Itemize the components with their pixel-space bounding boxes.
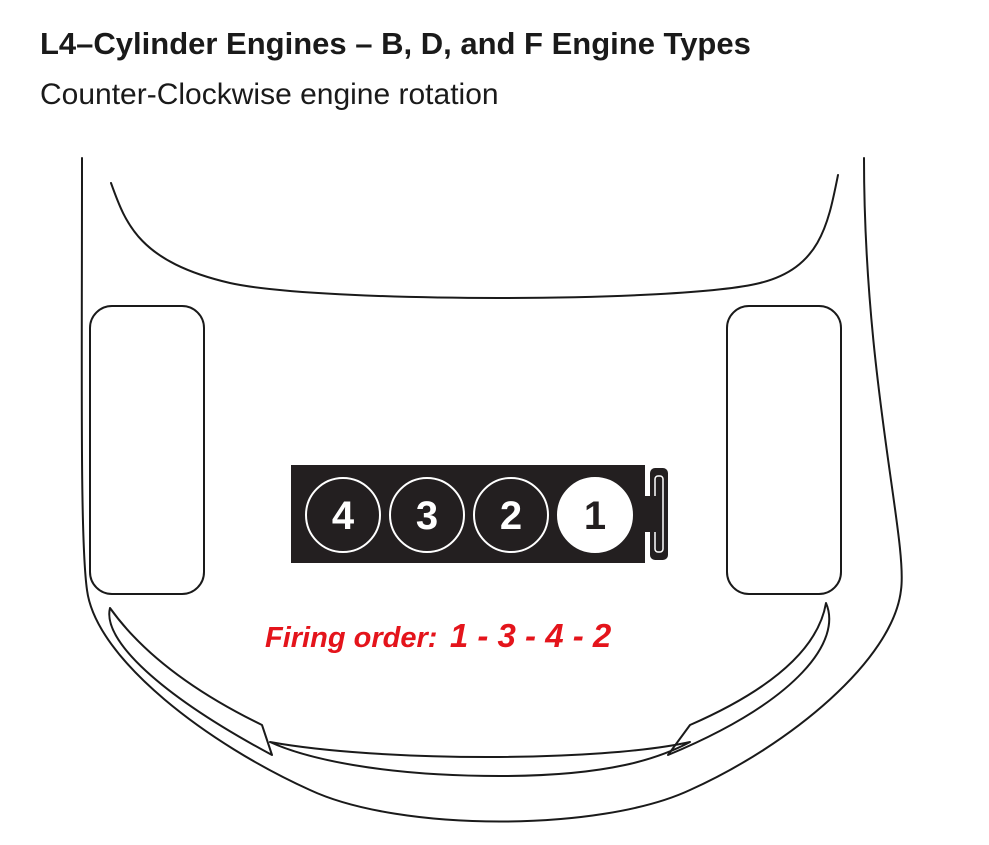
crank-pulley-hub [641, 496, 659, 532]
windshield-edge [110, 174, 839, 299]
cylinder-1 [557, 477, 633, 553]
cylinder-label-3: 3 [416, 494, 438, 538]
cylinder-label-2: 2 [500, 494, 522, 538]
car-body-outline [80, 157, 903, 823]
firing-order-label: Firing order: 1 - 3 - 4 - 2 [265, 617, 612, 654]
cylinder-3 [389, 477, 465, 553]
cylinder-2 [473, 477, 549, 553]
firing-order-prefix: Firing order: [265, 622, 437, 654]
right-strut-tower [726, 305, 842, 595]
page-title: L4–Cylinder Engines – B, D, and F Engine… [40, 26, 751, 61]
front-bumper-outline [108, 607, 273, 756]
page-subtitle: Counter-Clockwise engine rotation [40, 78, 499, 111]
cylinder-group: 4 3 2 1 [305, 477, 633, 553]
cylinder-4 [305, 477, 381, 553]
front-grille-outline [269, 741, 691, 777]
cylinder-label-1: 1 [584, 494, 606, 538]
left-strut-tower [89, 305, 205, 595]
front-bumper-outline-right [667, 602, 831, 756]
cylinder-label-4: 4 [332, 494, 355, 538]
firing-order-sequence: 1 - 3 - 4 - 2 [450, 617, 612, 654]
